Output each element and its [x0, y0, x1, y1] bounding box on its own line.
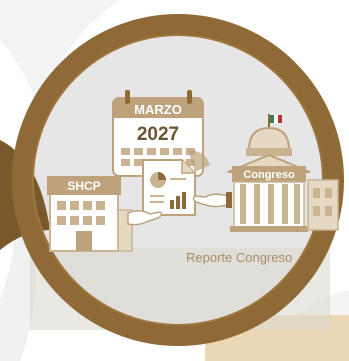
- congress-sign: Congreso: [243, 169, 295, 181]
- handshake-hands-icon: [127, 192, 232, 226]
- calendar-icon: [112, 90, 204, 177]
- shcp-building-icon: [47, 176, 133, 252]
- caption-reporte-congreso: Reporte Congreso: [186, 250, 292, 265]
- calendar-year: 2027: [137, 124, 179, 145]
- calendar-month: MARZO: [134, 102, 182, 117]
- shcp-sign: SHCP: [67, 179, 100, 193]
- congress-building-icon: [227, 114, 339, 232]
- document-chart-icon: [142, 150, 210, 216]
- flag-icon: [268, 114, 282, 132]
